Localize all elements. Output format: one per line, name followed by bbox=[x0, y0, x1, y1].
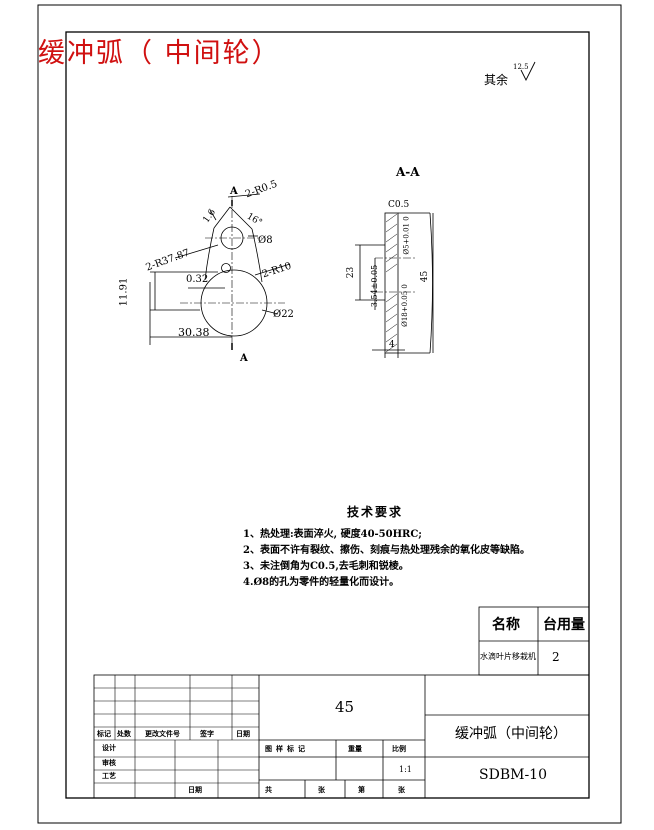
tb-label-review: 审核 bbox=[102, 758, 116, 767]
dim-dia18: Ø18+0.05 0 bbox=[400, 284, 409, 327]
requirement-item: 4.Ø8的孔为零件的轻量化而设计。 bbox=[243, 577, 400, 588]
parts-col-name: 名称 bbox=[492, 617, 520, 633]
requirement-item: 1、热处理:表面淬火, 硬度40-50HRC; bbox=[243, 529, 423, 540]
dim-4: 4 bbox=[389, 340, 395, 350]
section-title: A-A bbox=[396, 165, 420, 179]
section-mark-bottom: A bbox=[240, 353, 248, 364]
tb-label-page: 第 bbox=[358, 785, 365, 794]
tb-label-date: 日期 bbox=[236, 729, 250, 738]
section-mark-top: A bbox=[230, 186, 238, 197]
section-view bbox=[355, 212, 434, 358]
dim-354: 3.54±0.05 bbox=[370, 264, 380, 308]
tb-label-sign: 签字 bbox=[200, 729, 214, 738]
outer-border bbox=[37, 4, 622, 824]
dim-dia22: Ø22 bbox=[273, 309, 294, 320]
parts-qty: 2 bbox=[552, 650, 560, 664]
requirements-title: 技术要求 bbox=[347, 505, 404, 519]
drawing-number: SDBM-10 bbox=[479, 767, 547, 783]
tb-label-total: 共 bbox=[265, 785, 272, 794]
dim-45: 45 bbox=[420, 270, 431, 283]
title-block-lines bbox=[93, 674, 590, 799]
tb-label-ratio: 比例 bbox=[392, 744, 406, 753]
surface-note: 其余 bbox=[484, 73, 509, 87]
dim-1191: 11.91 bbox=[118, 277, 130, 307]
tb-label-design: 设计 bbox=[102, 743, 116, 752]
tb-label-stage: 图样标记 bbox=[265, 744, 309, 753]
tb-label-docno: 更改文件号 bbox=[145, 729, 180, 738]
dim-3038: 30.38 bbox=[178, 326, 210, 339]
tb-label-page-sheet: 张 bbox=[398, 785, 405, 794]
parts-col-qty: 台用量 bbox=[543, 617, 585, 633]
tb-label-count: 处数 bbox=[117, 729, 131, 738]
scale-value: 1:1 bbox=[399, 765, 412, 774]
material: 45 bbox=[335, 698, 355, 716]
dim-c05: C0.5 bbox=[388, 200, 410, 210]
dim-23: 23 bbox=[346, 266, 357, 279]
tb-label-process: 工艺 bbox=[102, 771, 116, 780]
front-view bbox=[149, 193, 291, 350]
tb-label-mark: 标记 bbox=[97, 729, 111, 738]
dim-dia5: Ø5+0.01 0 bbox=[402, 216, 411, 255]
inner-frame bbox=[65, 31, 590, 799]
requirement-item: 3、未注倒角为C0.5,去毛刺和锐棱。 bbox=[243, 561, 409, 572]
tb-label-sheet: 张 bbox=[318, 785, 325, 794]
parts-name: 水滴叶片移栽机 bbox=[480, 652, 536, 661]
red-title: 缓冲弧（ 中间轮） bbox=[38, 38, 281, 69]
requirement-item: 2、表面不许有裂纹、擦伤、刻痕与热处理残余的氧化皮等缺陷。 bbox=[243, 545, 530, 556]
part-name: 缓冲弧（中间轮） bbox=[455, 726, 567, 742]
tb-label-date2: 日期 bbox=[188, 785, 202, 794]
tb-label-weight: 重量 bbox=[348, 744, 362, 753]
dim-dia8: Ø8 bbox=[258, 235, 273, 246]
surface-value: 12.5 bbox=[513, 63, 529, 71]
dim-032: 0.32 bbox=[186, 274, 209, 285]
